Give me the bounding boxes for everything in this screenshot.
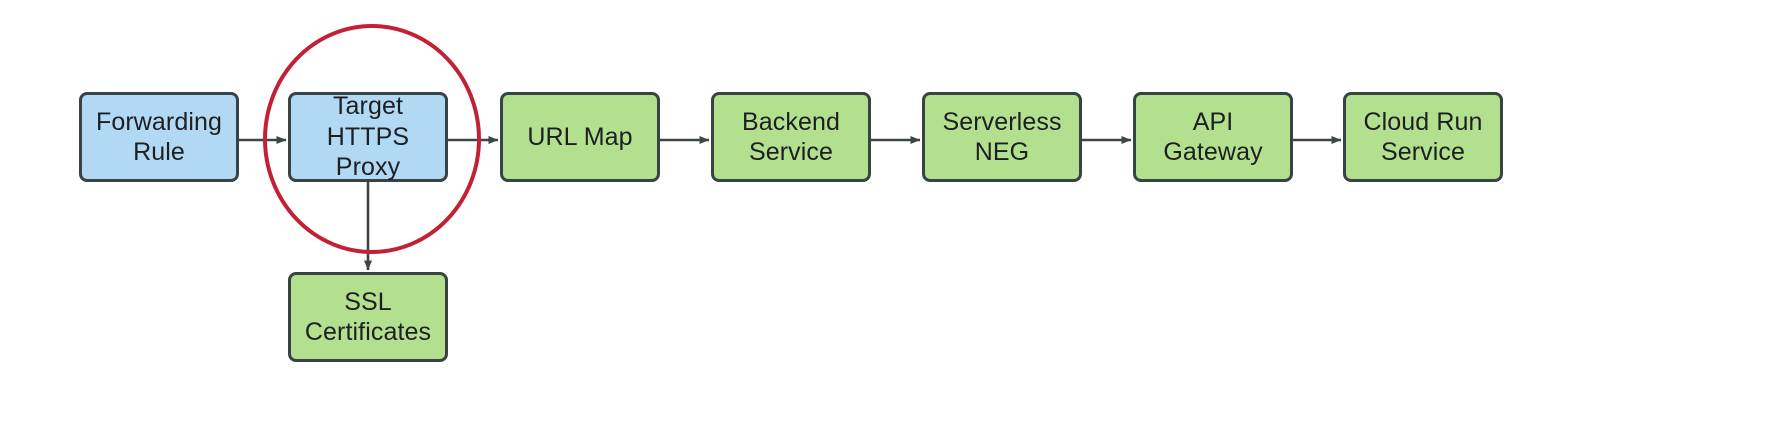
node-backend-service-label: Backend Service xyxy=(742,107,840,167)
node-forwarding-rule[interactable]: Forwarding Rule xyxy=(79,92,239,182)
node-cloud-run-service-label: Cloud Run Service xyxy=(1363,107,1483,167)
node-serverless-neg[interactable]: Serverless NEG xyxy=(922,92,1082,182)
node-api-gateway-label: API Gateway xyxy=(1163,107,1263,167)
node-target-https-proxy[interactable]: Target HTTPS Proxy xyxy=(288,92,448,182)
node-url-map[interactable]: URL Map xyxy=(500,92,660,182)
node-target-https-proxy-label: Target HTTPS Proxy xyxy=(326,92,410,182)
node-url-map-label: URL Map xyxy=(527,122,633,151)
node-ssl-certificates-label: SSL Certificates xyxy=(304,287,432,347)
node-ssl-certificates[interactable]: SSL Certificates xyxy=(288,272,448,362)
node-forwarding-rule-label: Forwarding Rule xyxy=(95,107,223,167)
node-cloud-run-service[interactable]: Cloud Run Service xyxy=(1343,92,1503,182)
node-backend-service[interactable]: Backend Service xyxy=(711,92,871,182)
node-serverless-neg-label: Serverless NEG xyxy=(942,107,1062,167)
node-api-gateway[interactable]: API Gateway xyxy=(1133,92,1293,182)
